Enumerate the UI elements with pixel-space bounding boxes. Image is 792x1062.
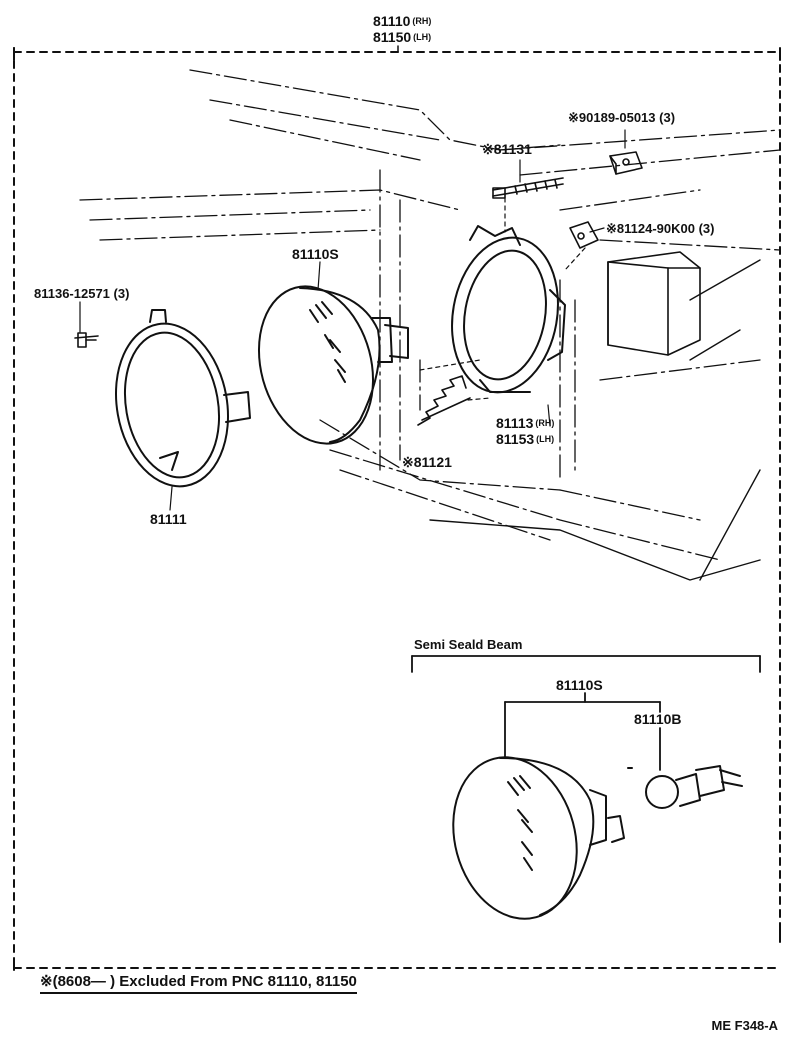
part-label-81121: ※81121 xyxy=(402,454,452,470)
clip-nut-90189 xyxy=(609,151,643,175)
part-label-81153: 81153(LH) xyxy=(496,431,555,447)
part-label-81110S-top: 81110S xyxy=(292,246,339,262)
mounting-ring-81113 xyxy=(451,225,566,394)
part-label-81110: 81110(RH) xyxy=(373,13,432,29)
part-label-81150: 81150(LH) xyxy=(373,29,432,45)
exclusion-footnote: ※(8608— ) Excluded From PNC 81110, 81150 xyxy=(40,974,357,994)
semi-sealed-beam-inset xyxy=(452,756,625,920)
vehicle-body-outline xyxy=(79,69,781,561)
part-label-81113: 81113(RH) xyxy=(496,415,555,431)
retaining-ring-81111 xyxy=(114,309,251,488)
part-label-81110S-inset: 81110S xyxy=(556,677,603,693)
part-label-81136: 81136-12571 (3) xyxy=(34,286,130,301)
sealed-beam-81110S xyxy=(257,285,409,445)
screw-81136 xyxy=(74,332,99,348)
part-label-81124: ※81124-90K00 (3) xyxy=(606,221,715,236)
spring-81121 xyxy=(417,375,471,426)
assembly-bracket xyxy=(13,47,781,969)
part-label-90189: ※90189-05013 (3) xyxy=(568,110,676,125)
inset-bracket xyxy=(411,655,761,771)
part-label-81131: ※81131 xyxy=(482,141,532,157)
parking-lamp xyxy=(607,251,701,356)
part-label-81110B: 81110B xyxy=(634,711,682,727)
inset-title: Semi Seald Beam xyxy=(414,637,523,652)
part-label-81111: 81111 xyxy=(150,511,187,527)
bulb-81110B xyxy=(645,765,743,809)
clip-81124 xyxy=(569,221,599,249)
adjusting-screw-81131 xyxy=(492,177,564,199)
drawing-code: ME F348-A xyxy=(711,1018,778,1033)
